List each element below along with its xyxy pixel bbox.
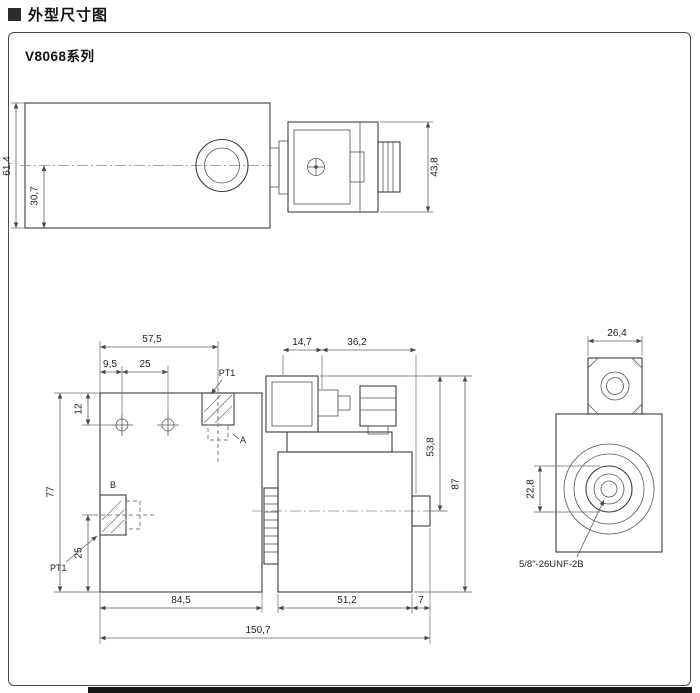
dim-43-8: 43,8: [430, 157, 441, 177]
dim-36-2: 36,2: [347, 337, 367, 348]
label-thread: 5/8"-26UNF-2B: [519, 559, 584, 570]
terminal-stem: [367, 425, 389, 435]
section-header: 外型尺寸图: [8, 4, 108, 25]
series-title: V8068系列: [25, 49, 95, 64]
side-view: 14,7 36,2 53,8 87 51,2 7: [252, 337, 472, 644]
connector-screw: [307, 158, 325, 176]
port-b: [94, 494, 154, 536]
coil-ribs-top: [377, 141, 401, 193]
din-connector-inner: [271, 381, 313, 427]
coil-ring: [563, 443, 655, 535]
dim-25-portb: 25: [74, 547, 85, 559]
end-view: 26,4 22,8 5/8"-26UNF-2B: [519, 328, 663, 570]
adapter-step2: [278, 140, 289, 195]
dim-14-7: 14,7: [292, 337, 312, 348]
connector-base: [286, 431, 393, 453]
dim-7: 7: [418, 595, 424, 606]
section-bullet-icon: [8, 8, 21, 21]
top-view: 61,4 30,7 43,8: [2, 102, 441, 229]
adapter-step1: [269, 147, 280, 188]
dim-22-8: 22,8: [526, 479, 537, 499]
port-boss-outer: [195, 138, 249, 193]
dim-53-8: 53,8: [426, 437, 437, 457]
dim-9-5: 9,5: [103, 359, 117, 370]
cable-gland: [317, 389, 339, 417]
drawing-frame: [8, 32, 691, 686]
dim-30-7: 30,7: [30, 186, 41, 206]
coil-ring: [600, 480, 618, 498]
coil-end-body: [555, 413, 663, 553]
coil-ring: [593, 473, 625, 505]
din-connector: [265, 375, 319, 433]
manifold-block-front: [99, 392, 263, 593]
end-stub: [411, 495, 431, 527]
front-view: A PT1 B PT1 57,5 9,5 25 12: [46, 334, 430, 644]
coil-ring: [585, 465, 633, 513]
nut-bore-outer: [600, 371, 630, 401]
dim-51-2: 51,2: [337, 595, 357, 606]
section-title: 外型尺寸图: [28, 7, 109, 24]
dim-26-4: 26,4: [607, 328, 627, 339]
nut-bore-inner: [606, 377, 624, 395]
label-port-b: B: [110, 480, 116, 490]
coil-ring: [573, 453, 645, 525]
dim-12: 12: [74, 403, 85, 415]
dim-57-5: 57,5: [142, 334, 162, 345]
label-port-a: A: [240, 435, 246, 445]
dim-87: 87: [451, 478, 462, 490]
dim-61-4: 61,4: [2, 156, 13, 176]
hex-nut: [587, 357, 643, 415]
label-pt1-bottom: PT1: [50, 563, 67, 573]
cartridge-ribs: [263, 487, 279, 565]
bottom-bar: [88, 687, 692, 693]
coil-body: [277, 451, 413, 593]
terminal-block: [359, 385, 397, 427]
dim-77: 77: [46, 486, 57, 498]
dim-150-7: 150,7: [245, 625, 270, 636]
label-pt1-top: PT1: [219, 368, 236, 378]
gland-top: [349, 151, 365, 183]
port-boss-inner: [204, 147, 240, 184]
dim-25-holes: 25: [139, 359, 151, 370]
solenoid-body-top: [287, 121, 379, 213]
port-a: [201, 388, 235, 462]
cable-gland-tip: [337, 395, 351, 411]
dim-84-5: 84,5: [171, 595, 191, 606]
